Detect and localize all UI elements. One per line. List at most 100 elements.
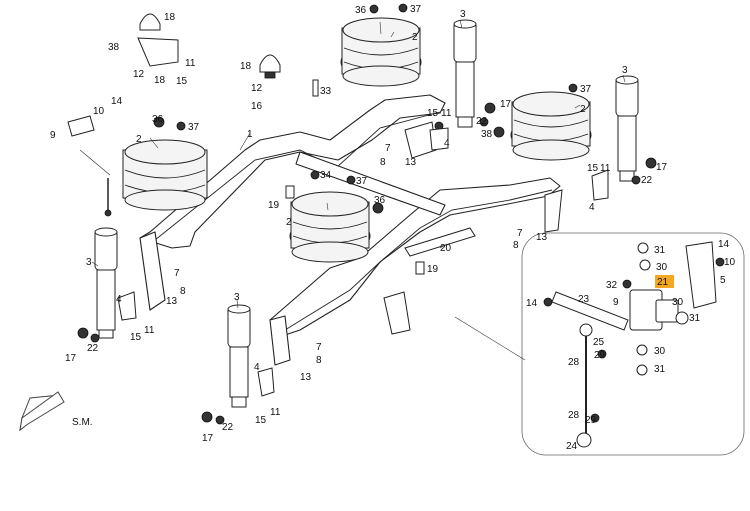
label-nut-37: 37 (410, 4, 422, 15)
label-air-spring: 2 (412, 32, 418, 43)
label-nut-37: 37 (580, 84, 592, 95)
label-valve-cover: 5 (720, 275, 726, 286)
label-link-small: 9 (613, 297, 619, 308)
label-nut-17: 17 (202, 433, 214, 444)
label-nut-11: 11 (185, 58, 196, 69)
label-bolt-a: 7 (316, 342, 322, 353)
label-shock-absorber: 3 (622, 65, 628, 76)
label-valve-21: 21 (657, 277, 669, 288)
label-nut-17: 17 (65, 353, 77, 364)
label-shock-absorber: 3 (460, 9, 466, 20)
label-fitting-31: 31 (654, 364, 666, 375)
frame-assembly (139, 94, 563, 366)
label-bolt-a: 7 (174, 268, 180, 279)
label-nut-11: 11 (441, 108, 452, 119)
label-bump-stop: 18 (240, 61, 252, 72)
label-ball-joint-24: 24 (566, 441, 578, 452)
label-bolt-b: 8 (316, 355, 322, 366)
label-fitting-30: 30 (656, 262, 668, 273)
label-washer-15: 15 (587, 163, 599, 174)
label-washer-15: 15 (130, 332, 142, 343)
label-clip-29: 29 (594, 350, 606, 361)
label-link-small: 9 (50, 130, 56, 141)
air-spring-right (510, 91, 592, 161)
label-fitting-36: 36 (152, 114, 164, 125)
label-bolt-13: 13 (300, 372, 312, 383)
air-spring-left (122, 139, 208, 211)
label-nut-11: 11 (270, 407, 281, 418)
label-clip-28: 28 (568, 357, 580, 368)
label-joint-25: 25 (593, 337, 605, 348)
label-bracket: 4 (254, 362, 260, 373)
label-fitting-38: 38 (108, 42, 120, 53)
label-nut-37: 37 (188, 122, 200, 133)
direction-label: S.M. (72, 417, 93, 428)
shock-absorber-bottom (227, 304, 251, 408)
label-washer-14: 14 (111, 96, 123, 107)
shock-absorber-right (615, 75, 639, 182)
label-bolt-b: 8 (180, 286, 186, 297)
label-bolt-13: 13 (405, 157, 417, 168)
label-bump-stop: 18 (164, 12, 176, 23)
label-crossmember-20: 20 (440, 243, 452, 254)
label-bolt-13: 13 (536, 232, 548, 243)
label-bracket: 4 (589, 202, 595, 213)
label-bolt-a: 7 (517, 228, 523, 239)
label-frame-rail: 1 (247, 129, 253, 140)
label-clip-29: 29 (585, 415, 597, 426)
label-washer-14: 14 (718, 239, 730, 250)
label-washer-22: 22 (222, 422, 234, 433)
label-air-spring: 2 (136, 134, 142, 145)
label-bracket: 4 (444, 138, 450, 149)
label-fitting-31: 31 (654, 245, 666, 256)
label-clip-28: 28 (568, 410, 580, 421)
part-labels: 2 2 2 2 1 3 3 3 3 4 4 4 4 5 7 8 7 8 8 7 … (50, 4, 736, 452)
label-washer-22: 22 (87, 343, 99, 354)
shock-absorber-left (94, 227, 118, 339)
label-bolt-b: 8 (380, 157, 386, 168)
label-nut-10: 10 (93, 106, 105, 117)
label-bushing-19: 19 (427, 264, 439, 275)
label-fitting-31: 31 (689, 313, 701, 324)
label-nut-16: 16 (251, 101, 263, 112)
label-nut-17: 17 (656, 162, 668, 173)
label-fitting-30: 30 (654, 346, 666, 357)
label-fitting-36: 36 (355, 5, 367, 16)
label-bolt-a: 7 (385, 143, 391, 154)
label-fitting-36: 36 (374, 195, 386, 206)
label-nut-11: 11 (600, 163, 611, 174)
label-nut-34: 34 (320, 170, 332, 181)
shock-absorber-top (453, 19, 477, 128)
detail-inset (454, 232, 745, 456)
small-parts (67, 3, 657, 425)
bump-stop-mid (259, 54, 281, 79)
leader-lines (91, 19, 626, 309)
label-fitting-38: 38 (481, 129, 493, 140)
label-fitting-30: 30 (672, 297, 684, 308)
air-spring-top (340, 17, 422, 87)
label-air-spring: 2 (580, 104, 586, 115)
label-rod-23: 23 (578, 294, 590, 305)
air-spring-center (289, 191, 371, 263)
label-nut-37: 37 (356, 176, 368, 187)
valve-highlight (655, 275, 674, 288)
label-bushing-19: 19 (268, 200, 280, 211)
label-nut-11: 11 (144, 325, 155, 336)
label-washer-14: 14 (526, 298, 538, 309)
label-shock-absorber: 3 (86, 257, 92, 268)
label-washer-22: 22 (641, 175, 653, 186)
label-nut-10: 10 (724, 257, 736, 268)
label-nut-12: 12 (251, 83, 263, 94)
label-washer-15: 15 (176, 76, 188, 87)
label-bolt-13: 13 (166, 296, 178, 307)
label-nut-12: 12 (133, 69, 145, 80)
label-bolt-33: 33 (320, 86, 332, 97)
label-shock-absorber: 3 (234, 292, 240, 303)
bump-stop-top (137, 13, 179, 67)
label-washer-15: 15 (255, 415, 267, 426)
direction-arrow: S.M. (19, 391, 93, 432)
label-bracket: 4 (116, 294, 122, 305)
label-nut-17: 17 (500, 99, 512, 110)
label-washer-15: 15 (427, 108, 439, 119)
